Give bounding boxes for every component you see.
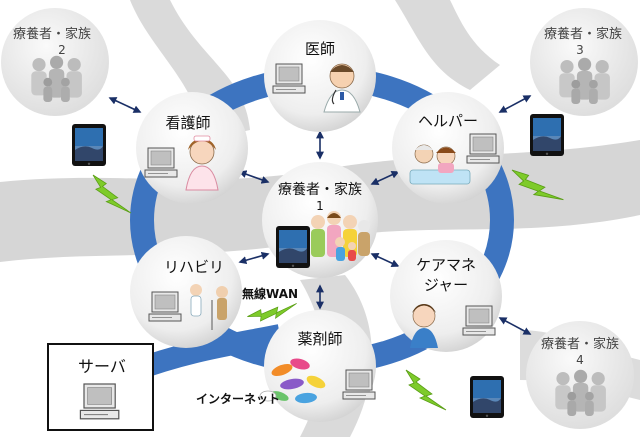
patient3-number: 3 — [576, 43, 584, 57]
care-manager-icon — [410, 304, 438, 348]
rehab-label: リハビリ — [164, 258, 224, 276]
family-icon — [311, 211, 370, 261]
node-doctor: 医師 — [264, 20, 376, 132]
tablet-icon — [276, 226, 310, 268]
nurse-icon — [185, 135, 219, 191]
server-box: サーバ — [47, 343, 154, 431]
node-patient2: 療養者・家族 2 — [1, 8, 109, 116]
computer-icon — [148, 291, 182, 322]
lightning-icon — [405, 369, 447, 411]
internet-label: インターネット — [196, 392, 280, 406]
node-patient3: 療養者・家族 3 — [530, 8, 638, 116]
care-manager-label-line1: ケアマネ — [416, 256, 476, 274]
node-rehab: リハビリ — [130, 236, 242, 348]
computer-icon — [462, 305, 496, 336]
gray-band-right — [395, 0, 500, 90]
node-pharmacist: 薬剤師 — [259, 310, 376, 422]
family-icon — [559, 57, 610, 104]
nurse-label: 看護師 — [165, 114, 210, 132]
patient4-label: 療養者・家族 — [541, 336, 619, 352]
family-icon — [555, 369, 606, 416]
node-nurse: 看護師 — [136, 92, 248, 204]
doctor-icon — [323, 63, 361, 113]
pills-icon — [259, 358, 326, 404]
arrow-caremanager-patient1 — [370, 253, 400, 267]
doctor-label: 医師 — [305, 40, 335, 58]
wireless-wan-label: 無線WAN — [242, 286, 298, 301]
patient4-number: 4 — [576, 353, 584, 367]
node-care-manager: ケアマネ ジャー — [390, 240, 502, 352]
patient3-label: 療養者・家族 — [544, 26, 622, 42]
connection-arrows — [108, 95, 532, 335]
computer-icon — [342, 369, 376, 400]
patient2-number: 2 — [58, 43, 66, 57]
computer-icon — [272, 63, 306, 94]
arrow-patient4-caremanager — [498, 317, 532, 335]
pharmacist-label: 薬剤師 — [297, 330, 342, 348]
arrow-helper-patient1 — [370, 171, 400, 185]
arrow-patient2-nurse — [108, 97, 142, 113]
server-label: サーバ — [78, 357, 126, 376]
helper-care-icon — [409, 144, 471, 185]
computer-icon — [79, 383, 120, 420]
tablet-icon — [470, 376, 504, 418]
patient2-label: 療養者・家族 — [13, 26, 91, 42]
patient1-number: 1 — [316, 199, 324, 213]
patient1-label: 療養者・家族 — [278, 181, 362, 198]
tablet-icon — [72, 124, 106, 166]
arrow-rehab-patient1 — [238, 251, 270, 265]
rehab-icon — [190, 284, 228, 330]
node-helper: ヘルパー — [392, 92, 504, 204]
arrow-nurse-patient1 — [238, 170, 270, 184]
helper-label: ヘルパー — [418, 112, 478, 130]
node-patient4: 療養者・家族 4 — [526, 321, 634, 429]
arrow-patient3-helper — [498, 95, 532, 113]
computer-icon — [466, 133, 500, 164]
computer-icon — [144, 147, 178, 178]
tablet-icon — [530, 114, 564, 156]
care-manager-label-line2: ジャー — [424, 276, 468, 294]
family-icon — [31, 55, 82, 102]
